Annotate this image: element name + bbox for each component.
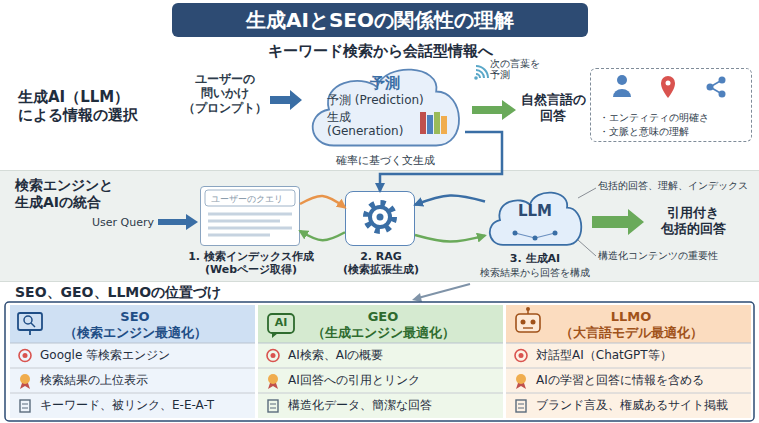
process-box: 2. RAG (検索拡張生成) [345,191,415,246]
node-text: AI検索、AIの概要 [288,348,500,362]
node-heading: GEO （生成エンジン最適化） [303,309,463,340]
cloud-node: LLM3. 生成AI検索結果から回答を構成 [485,186,585,248]
note-box: ・エンティティの明確さ・文脈と意味の理解 [590,68,752,142]
signal-icon [476,66,488,78]
node-text: 対話型AI（ChatGPT等） [536,348,748,362]
table-frame [5,302,754,421]
input-label: User Query [90,216,156,229]
annotation: 次の言葉を 予測 [490,58,545,81]
node-text: 検索結果の上位表示 [40,373,252,387]
node-heading: LLM [485,202,585,220]
node-text: 生成 (Generation) [327,110,402,139]
node-text: ブランド言及、権威あるサイト掲載 [536,398,748,412]
title-banner: 生成AIとSEOの関係性の理解 [172,3,588,37]
signal-icon [474,76,478,80]
node-heading: LLMO （大言語モデル最適化） [551,309,711,340]
section-connector-head [412,293,422,302]
node-text: Google 等検索エンジン [40,348,252,362]
node-text: 1. 検索インデックス作成 (Webページ取得) [181,250,321,276]
subtitle: キーワード検索から会話型情報へ [180,42,580,60]
node-text: 予測 (Prediction) [327,93,447,107]
node-text: AI回答への引用とリンク [288,373,500,387]
signal-icon [476,74,480,78]
annotation: 構造化コンテンツの重要性 [598,250,753,262]
node-text: 検索結果から回答を構成 [470,267,600,279]
signal-icon [476,70,484,78]
input-label: ユーザーの 問いかけ （プロンプト） [180,72,270,115]
node-text: 構造化データ、簡潔な回答 [288,398,500,412]
section-connector [418,284,470,298]
node-text: ・文脈と意味の理解 [599,126,749,138]
search-window: ユーザーのクエリ1. 検索インデックス作成 (Webページ取得) [200,186,300,246]
flow-arrow [472,100,516,120]
node-text: キーワード、被リンク、E-E-A-T [40,398,252,412]
node-heading: 検索エンジンと 生成AIの統合 [15,177,140,211]
node-heading: ・エンティティの明確さ [599,112,749,124]
node-heading: 2. RAG (検索拡張生成) [331,250,431,276]
comparison-column: GEO （生成エンジン最適化） AI検索、AIの概要 AI回答への引用とリンク構造化… [258,305,503,418]
node-heading: ユーザーのクエリ [211,194,291,205]
cloud-node: 予測予測 (Prediction)生成 (Generation)確率に基づく文生… [305,60,465,150]
output-label: 引用付き 包括的回答 [648,205,738,236]
node-heading: 予測 [305,74,465,92]
comparison-column: LLMO （大言語モデル最適化） 対話型AI（ChatGPT等） AIの学習と回答に… [506,305,751,418]
node-text: AIの学習と回答に情報を含める [536,373,748,387]
node-text: 3. 生成AI [475,252,595,265]
node-text: 確率に基づく文生成 [305,154,465,167]
output-label: 自然言語の 回答 [518,92,588,123]
section-heading: 生成AI（LLM） による情報の選択 [18,88,168,124]
section-heading: SEO、GEO、LLMOの位置づけ [15,284,315,301]
node-heading: SEO （検索エンジン最適化） [55,309,215,340]
icon-text: AI [268,316,294,329]
annotation: 包括的回答、理解、インデックス [598,180,756,191]
flow-arrow [270,90,302,110]
comparison-column: SEO （検索エンジン最適化） Google 等検索エンジン検索結果の上位表示キー… [10,305,255,418]
